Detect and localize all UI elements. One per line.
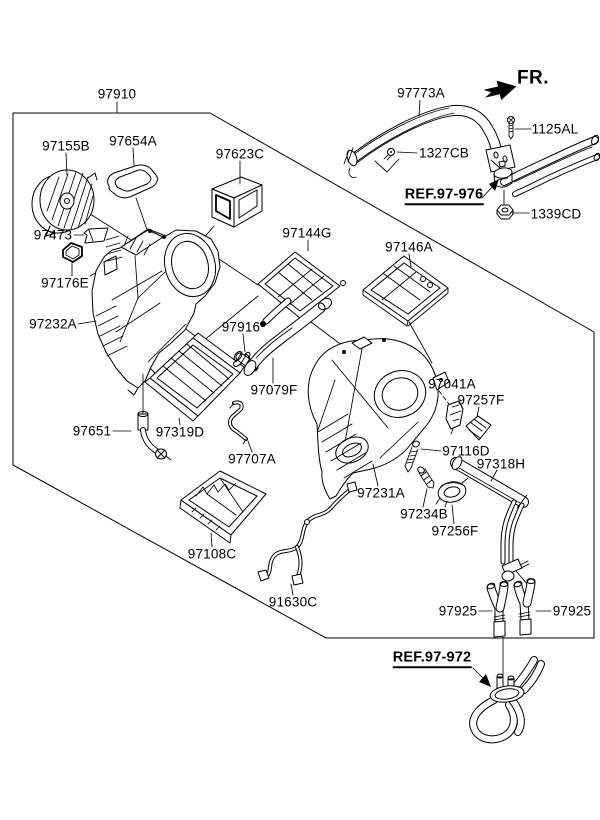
thermistor-drawing [83, 227, 109, 244]
part-label-97146A: 97146A [385, 239, 433, 255]
part-label-1327CB: 1327CB [419, 145, 469, 161]
part-label-97925-right: 97925 [552, 603, 592, 619]
mode-actuator-drawing [445, 400, 464, 435]
part-label-97144G: 97144G [282, 225, 332, 241]
filter-tray-drawing [362, 255, 449, 327]
intake-tray-drawing [257, 251, 346, 327]
part-label-91630C: 91630C [268, 594, 318, 610]
s-duct-drawing [243, 297, 333, 376]
bottom-hose-assembly-drawing [469, 656, 545, 744]
leader-lines [65, 99, 552, 687]
screw-97234b-drawing [417, 466, 435, 489]
part-label-97319D: 97319D [155, 424, 205, 440]
blower-resistor-drawing [465, 415, 492, 441]
screw-97116d-drawing [404, 440, 420, 473]
gasket-drawing [107, 164, 158, 199]
part-label-97234B: 97234B [400, 506, 448, 522]
part-label-97773A: 97773A [397, 85, 445, 101]
left-housing-drawing [91, 228, 221, 396]
part-label-97910: 97910 [97, 86, 137, 102]
upper-duct-drawing [211, 176, 263, 228]
hose-clamp-drawing [435, 477, 469, 508]
part-label-97256F: 97256F [431, 523, 479, 539]
small-connector-drawing [62, 242, 83, 263]
wiring-harness-drawing [257, 481, 358, 586]
drain-hose-drawing [137, 373, 172, 461]
part-label-97925-left: 97925 [438, 603, 478, 619]
assembly-outline-box [12, 112, 595, 639]
blower-motor-drawing [31, 169, 98, 237]
heater-hose-left-drawing [486, 581, 509, 638]
aspirator-hose-drawing [227, 400, 248, 445]
right-housing-drawing [307, 336, 450, 500]
part-label-97916: 97916 [221, 319, 261, 335]
part-label-97654A: 97654A [109, 133, 157, 149]
part-label-97041A: 97041A [428, 376, 476, 392]
rear-heater-pipe-drawing [343, 104, 600, 220]
heater-hose-right-drawing [513, 578, 536, 636]
ref-callout-97-976: REF.97-976 [404, 187, 484, 205]
part-label-97108C: 97108C [187, 546, 237, 562]
fr-direction-arrow-icon [483, 80, 517, 101]
part-label-97318H: 97318H [476, 456, 526, 472]
part-label-97473: 97473 [33, 227, 73, 243]
part-label-97623C: 97623C [215, 146, 265, 162]
part-label-97257F: 97257F [457, 392, 505, 408]
part-label-97707A: 97707A [228, 451, 276, 467]
part-label-97176E: 97176E [41, 275, 89, 291]
ref-callout-97-972: REF.97-972 [392, 650, 472, 668]
part-label-97155B: 97155B [42, 138, 90, 154]
part-label-97651: 97651 [72, 423, 112, 439]
fr-direction-label: FR. [516, 67, 550, 89]
foot-duct-drawing [179, 470, 267, 544]
part-label-97079F: 97079F [250, 382, 298, 398]
heater-pipes-drawing [450, 456, 530, 586]
part-label-97116D: 97116D [442, 443, 490, 459]
part-label-1339CD: 1339CD [530, 206, 582, 222]
part-label-97231A: 97231A [357, 485, 405, 501]
part-label-1125AL: 1125AL [531, 121, 579, 137]
part-label-97232A: 97232A [29, 316, 77, 332]
